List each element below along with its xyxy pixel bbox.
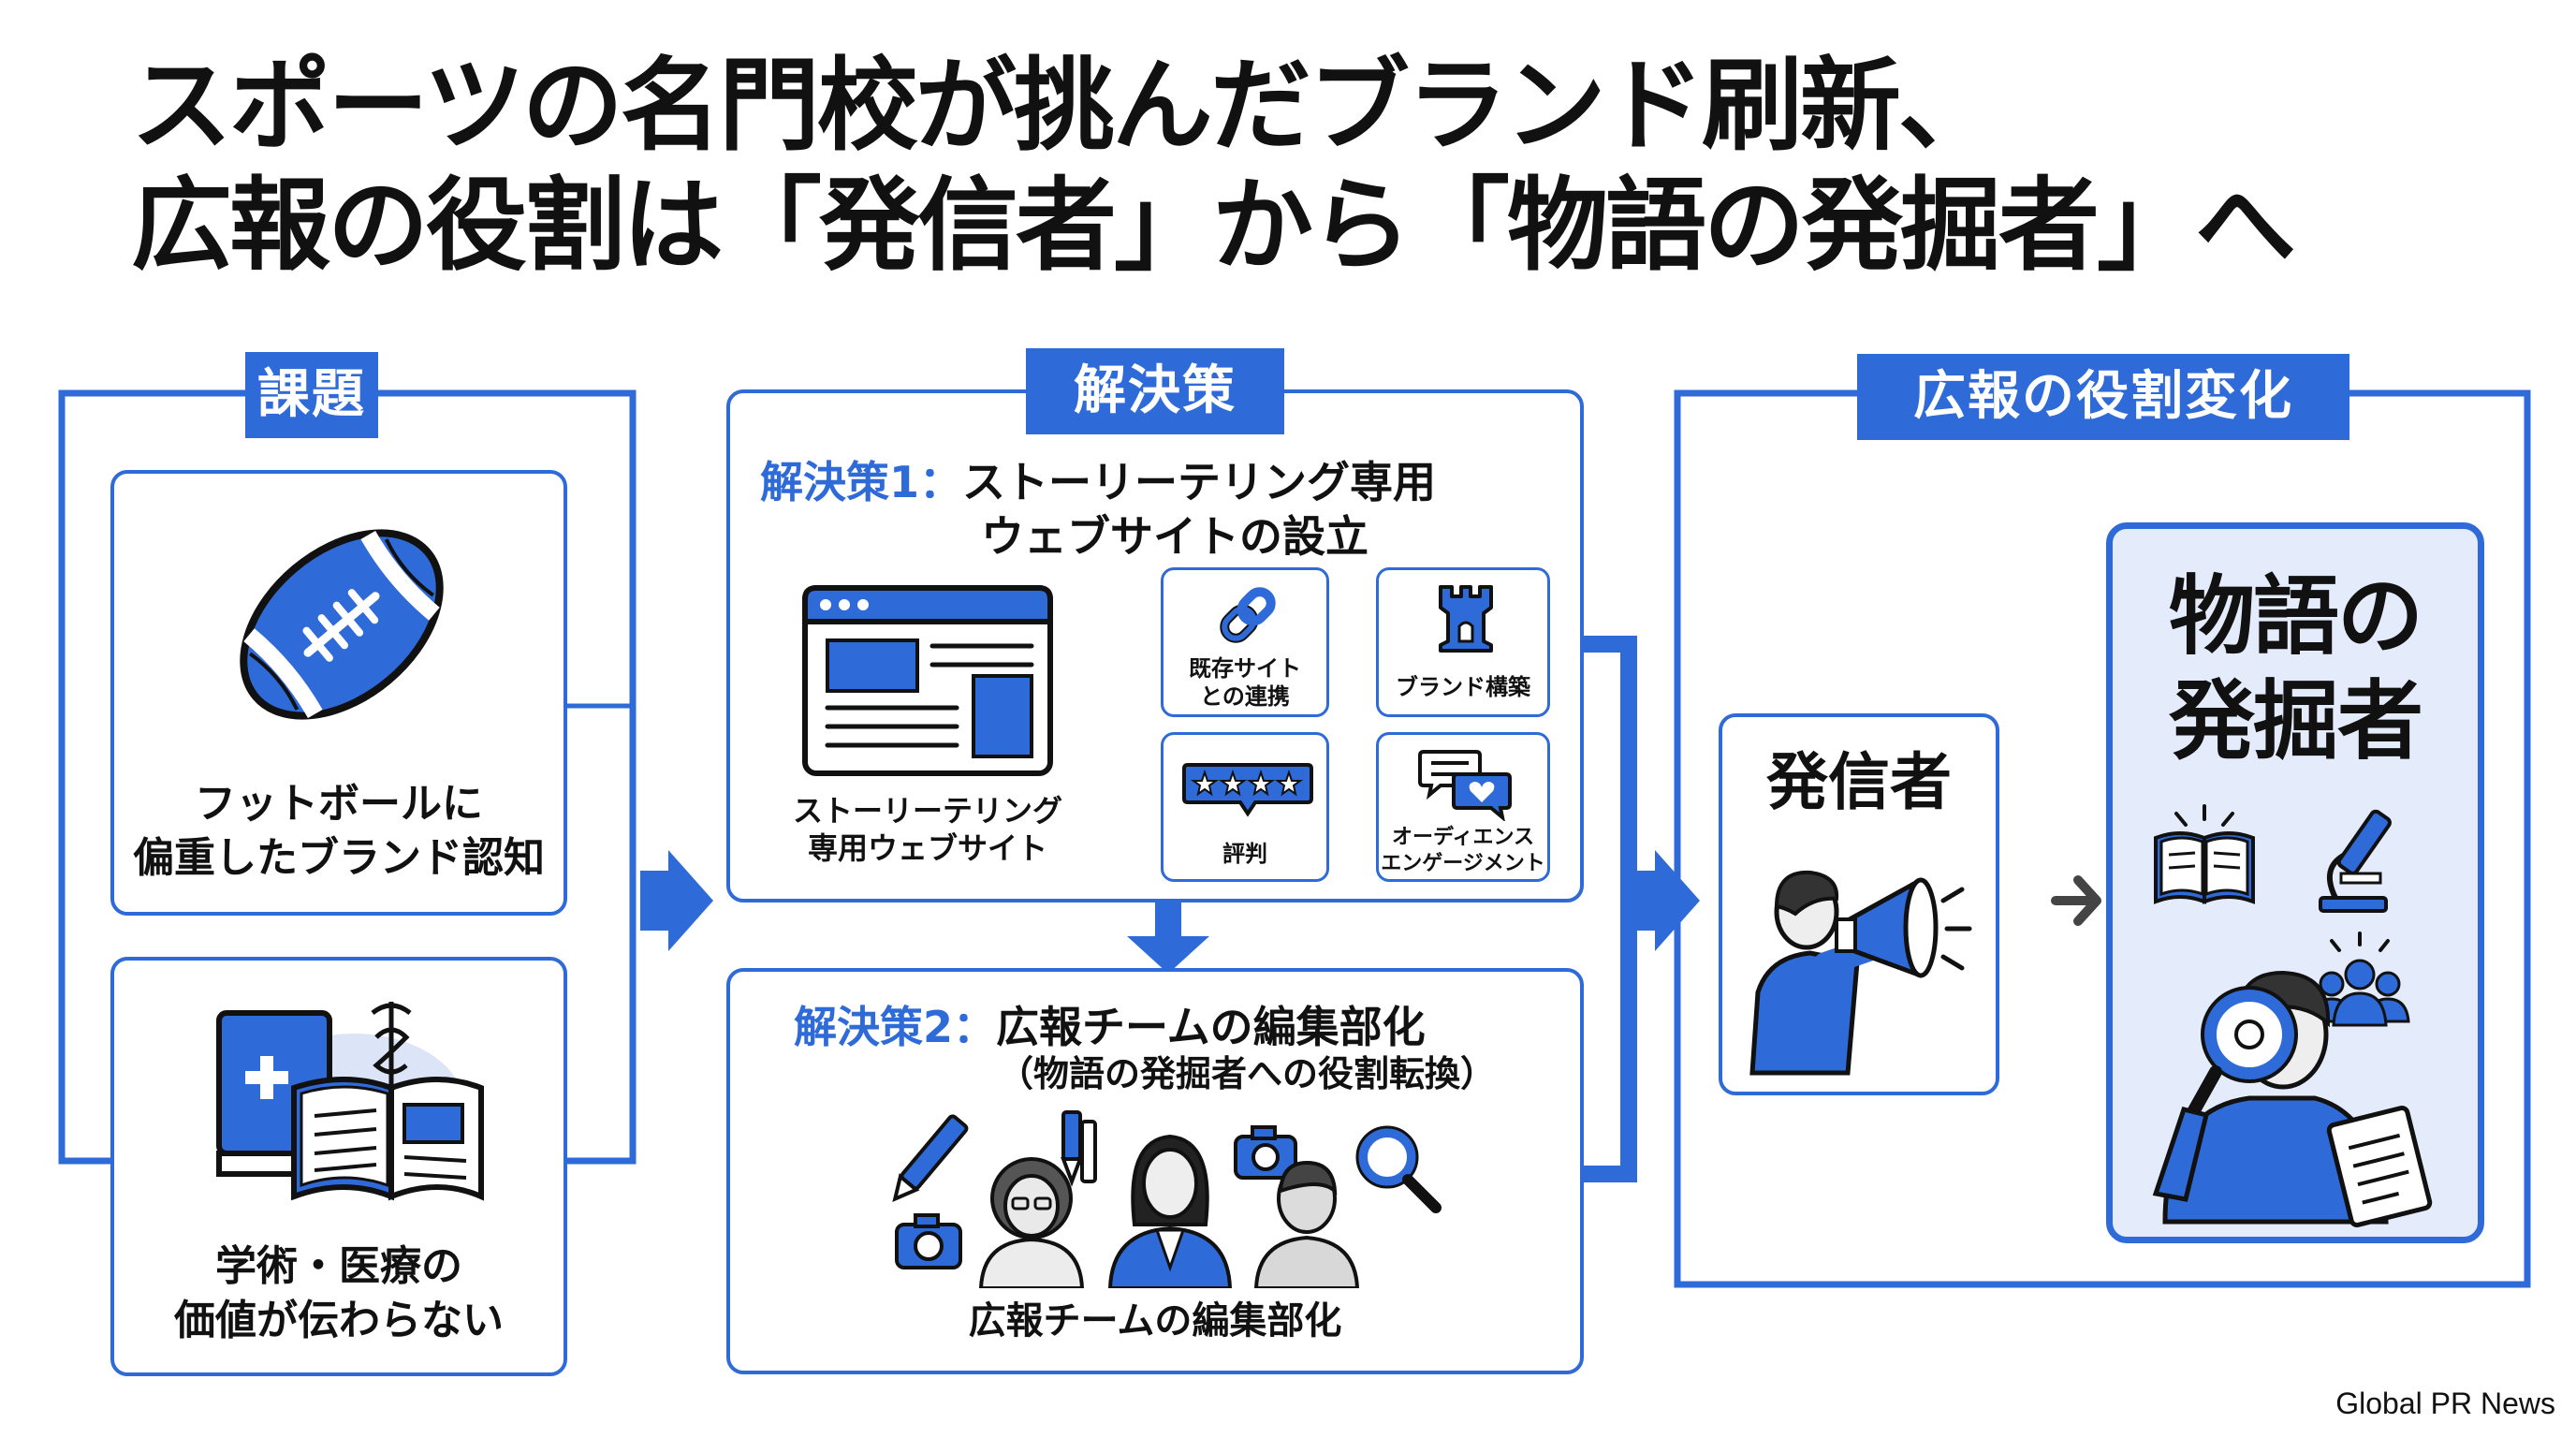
microscope-icon [2319, 809, 2392, 913]
page-title: スポーツの名門校が挑んだブランド刷新、 広報の役割は「発信者」から「物語の発掘者… [131, 47, 2296, 286]
detective-person-icon [2152, 970, 2433, 1227]
story-discoverer-line-2: 発掘者 [2168, 671, 2423, 771]
feature-engagement-line-2: エンゲージメント [1381, 852, 1545, 875]
title-line-2: 広報の役割は「発信者」から「物語の発掘者」へ [131, 168, 2296, 285]
credit-text: Global PR News [2335, 1387, 2555, 1420]
issue-2-line-1: 学術・医療の [215, 1242, 462, 1290]
broadcaster-label: 発信者 [1766, 746, 1952, 818]
issue-card-football: フットボールに 偏重したブランド認知 [110, 470, 567, 916]
solution-1-heading: 解決策1：ストーリーテリング専用 [760, 455, 1436, 509]
camera-icon [1234, 1125, 1297, 1180]
solution-2-heading: 解決策2：広報チームの編集部化 [794, 1000, 1426, 1054]
arrow-issues-to-solutions [640, 850, 713, 951]
feature-link: 既存サイト との連携 [1161, 567, 1329, 717]
magnifier-icon [1355, 1125, 1442, 1213]
website-caption: ストーリーテリング 専用ウェブサイト [766, 792, 1090, 867]
solution-2-prefix: 解決策2： [794, 1002, 997, 1052]
gray-arrow-icon [2051, 875, 2101, 926]
solution-1-title-line-2: ウェブサイトの設立 [981, 511, 1368, 562]
story-discoverer-card: 物語の 発掘者 [2106, 522, 2484, 1243]
solution-2-title: 広報チームの編集部化 [996, 1002, 1426, 1052]
feature-engagement-line-1: オーディエンス [1391, 826, 1535, 849]
pen-icon [892, 1114, 969, 1203]
issue-1-line-1: フットボールに [195, 780, 483, 828]
role-change-label: 広報の役割変化 [1857, 354, 2349, 440]
football-icon [240, 529, 444, 720]
camera-icon [895, 1213, 962, 1269]
solution-1-title-line-1: ストーリーテリング専用 [962, 457, 1437, 507]
issues-label: 課題 [245, 352, 378, 438]
issue-2-line-2: 価値が伝わらない [174, 1297, 504, 1344]
role-frame [1674, 389, 2531, 1288]
tower-icon [1439, 585, 1493, 653]
megaphone-person-icon [1749, 870, 1972, 1076]
website-caption-line-1: ストーリーテリング [792, 793, 1062, 829]
feature-link-line-1: 既存サイト [1189, 655, 1301, 682]
arrow-solution1-to-solution2 [1127, 902, 1209, 974]
link-icon [1220, 587, 1276, 643]
arrow-solutions-to-role [1629, 850, 1700, 951]
issue-card-academic: 学術・医療の 価値が伝わらない [110, 957, 567, 1376]
solution-2-caption: 広報チームの編集部化 [968, 1299, 1342, 1343]
feature-reputation-label: 評判 [1222, 841, 1267, 867]
solutions-label: 解決策 [1026, 348, 1284, 434]
team-member-icon [1253, 1160, 1360, 1288]
feature-link-line-2: との連携 [1200, 683, 1290, 710]
solutions-bracket [1584, 636, 1637, 1182]
website-icon [802, 585, 1053, 776]
team-member-icon [978, 1157, 1085, 1288]
solution-2-subtitle: （物語の発掘者への役割転換） [998, 1053, 1497, 1094]
feature-engagement: オーディエンス エンゲージメント [1376, 732, 1550, 882]
broadcaster-card: 発信者 [1719, 713, 1999, 1095]
editorial-team-illustration [892, 1110, 1442, 1288]
feature-brand: ブランド構築 [1376, 567, 1550, 717]
fountain-pen-icon [1061, 1110, 1097, 1187]
story-discoverer-line-1: 物語の [2168, 566, 2423, 667]
rating-stars-icon [1182, 763, 1313, 817]
chat-heart-icon [1418, 750, 1512, 821]
issue-1-line-2: 偏重したブランド認知 [133, 834, 545, 882]
open-book-icon [2154, 804, 2255, 904]
medical-book-icon [216, 1002, 484, 1201]
feature-reputation: 評判 [1161, 732, 1329, 882]
team-leader-icon [1107, 1134, 1233, 1288]
website-caption-line-2: 専用ウェブサイト [807, 830, 1047, 866]
discoverer-illustration [2152, 804, 2433, 1227]
solution-1-prefix: 解決策1： [760, 457, 963, 507]
feature-brand-label: ブランド構築 [1396, 674, 1530, 700]
title-line-1: スポーツの名門校が挑んだブランド刷新、 [131, 48, 1999, 165]
